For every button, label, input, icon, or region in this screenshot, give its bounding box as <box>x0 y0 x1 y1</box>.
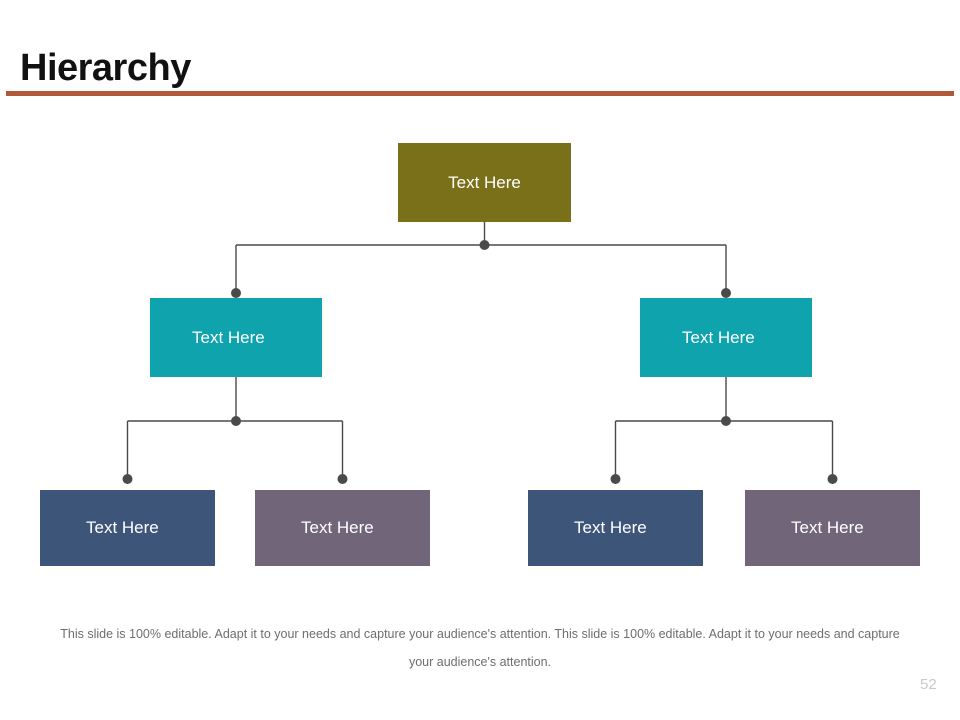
node-leaf-4[interactable]: Text Here <box>745 490 920 566</box>
node-branch-left-label: Text Here <box>192 327 265 347</box>
node-leaf-1-label: Text Here <box>86 518 159 537</box>
node-root-label: Text Here <box>448 172 521 192</box>
title-underline-rule <box>6 91 954 96</box>
slide-caption: This slide is 100% editable. Adapt it to… <box>60 627 900 669</box>
node-branch-right-label: Text Here <box>682 327 755 347</box>
node-leaf-2[interactable]: Text Here <box>255 490 430 566</box>
page-number: 52 <box>920 676 937 693</box>
node-leaf-3-label: Text Here <box>574 518 647 537</box>
node-branch-right[interactable]: Text Here <box>640 298 812 377</box>
node-branch-left[interactable]: Text Here <box>150 298 322 377</box>
node-leaf-1[interactable]: Text Here <box>40 490 215 566</box>
node-root[interactable]: Text Here <box>398 143 571 222</box>
node-leaf-2-label: Text Here <box>301 518 374 537</box>
node-leaf-3[interactable]: Text Here <box>528 490 703 566</box>
page-title: Hierarchy <box>20 47 191 90</box>
node-leaf-4-label: Text Here <box>791 518 864 537</box>
